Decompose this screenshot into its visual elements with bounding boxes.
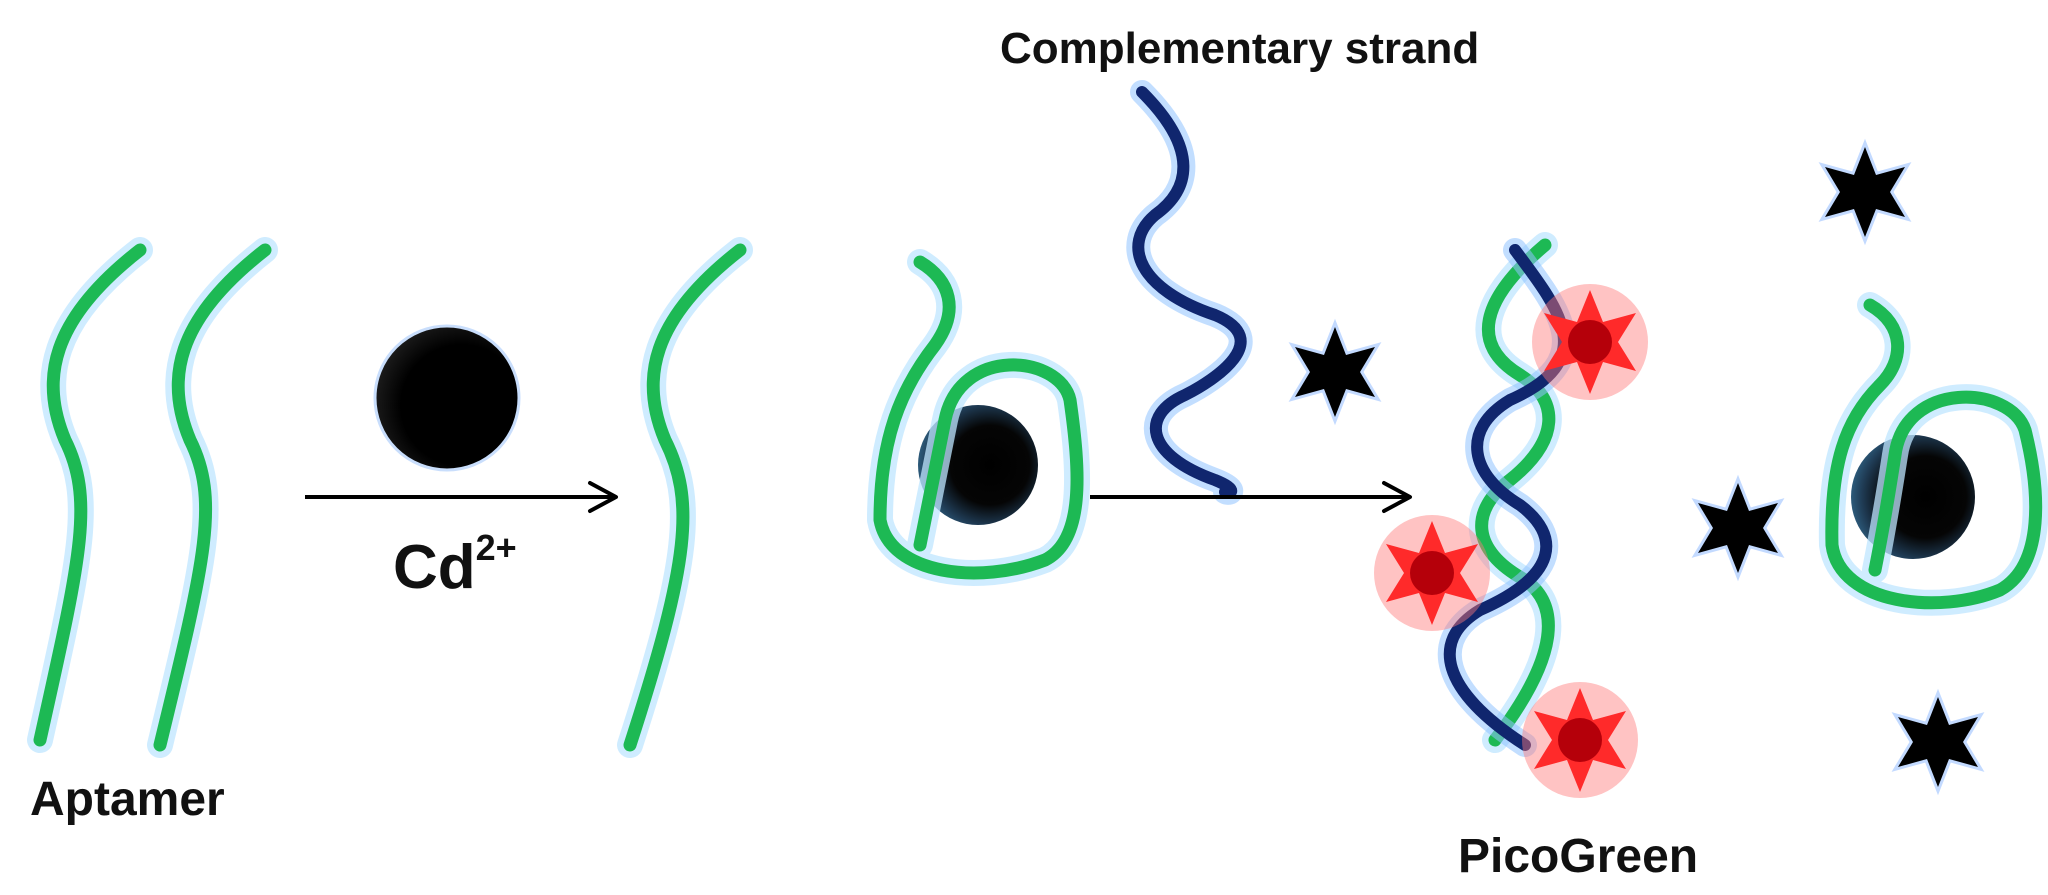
aptamer-strand-2: [153, 243, 272, 752]
free-picogreen-3: [1691, 474, 1785, 582]
aptamer-strand-3: [623, 243, 747, 752]
reaction-arrow-2: [1090, 481, 1412, 513]
bound-picogreen-1: [1532, 284, 1648, 400]
folded-aptamer-1: [873, 255, 1084, 580]
hybridized-aptamer: [1475, 238, 1556, 747]
bound-picogreen-2: [1374, 515, 1490, 631]
picogreen-label: PicoGreen: [1458, 830, 1698, 883]
free-picogreen-4: [1891, 688, 1985, 796]
complementary-strand-reagent: [1126, 80, 1253, 505]
free-picogreen-1: [1288, 318, 1382, 426]
reaction-arrow-1: [305, 481, 618, 513]
aptamer-pair: [27, 237, 278, 758]
folded-aptamer-2: [1825, 298, 2043, 610]
aptamer-label: Aptamer: [30, 773, 225, 826]
complementary-strand-label: Complementary strand: [1000, 24, 1479, 73]
remaining-aptamer: [617, 237, 753, 758]
cd2-label: Cd2+: [393, 527, 517, 602]
aptamer-strand-1: [33, 243, 147, 747]
cd-charge: 2+: [476, 527, 517, 568]
cd-symbol: Cd: [393, 533, 476, 602]
aptamer-cd-complex-2: [1818, 292, 2048, 616]
complementary-strand: [1132, 86, 1247, 499]
free-picogreen-2: [1818, 138, 1912, 246]
bound-picogreen-3: [1522, 682, 1638, 798]
cd2-ion: [373, 324, 521, 472]
aptamer-cd-complex-1: [867, 249, 1090, 586]
